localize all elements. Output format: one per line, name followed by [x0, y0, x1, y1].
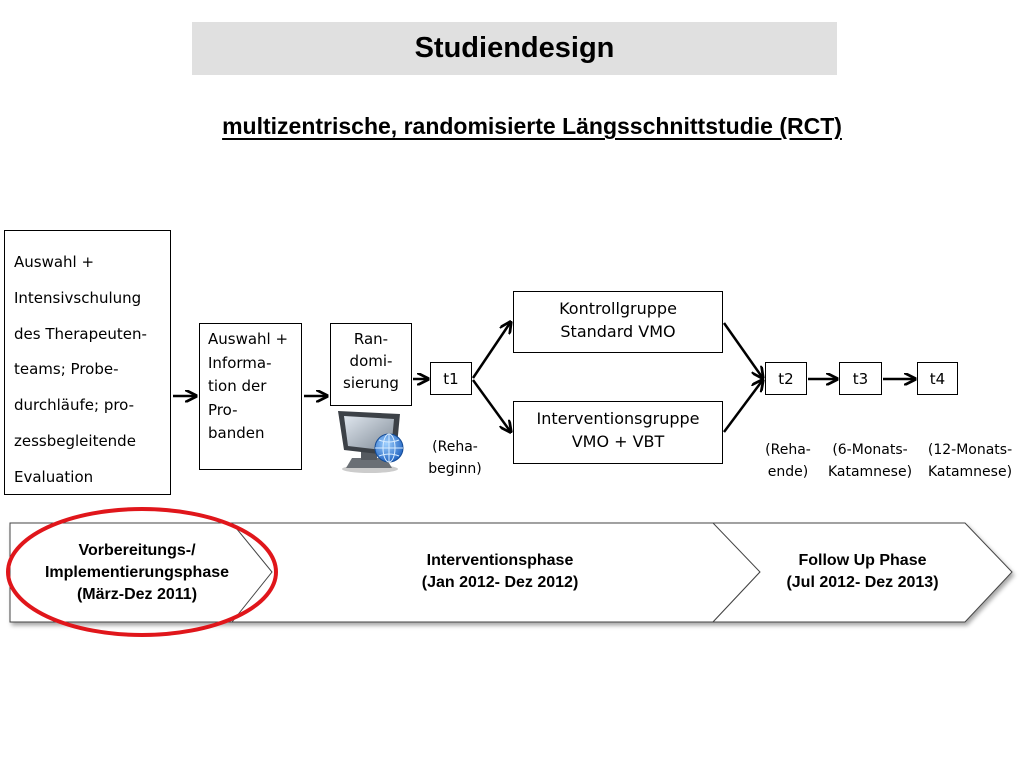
randomization-box: Ran- domi- sierung	[330, 323, 412, 406]
control-group-box: Kontrollgruppe Standard VMO	[513, 291, 723, 353]
prep-line-1: Vorbereitungs-/	[78, 542, 196, 559]
participant-selection-box: Auswahl + Informa- tion der Pro- banden	[199, 323, 302, 470]
note-t1-line-2: beginn)	[428, 461, 482, 477]
note-t4-line-1: (12-Monats-	[927, 442, 1013, 458]
auswahl-line-5: banden	[208, 424, 265, 442]
arrow-kontroll-to-t2	[722, 322, 762, 377]
left-line-3: des Therapeuten-	[14, 324, 147, 343]
timepoint-t1: t1	[430, 362, 472, 395]
phase-followup-shape	[711, 522, 1013, 623]
note-t1: (Reha- beginn)	[420, 436, 490, 480]
note-t4: (12-Monats- Katamnese)	[918, 439, 1022, 483]
title-banner: Studiendesign	[192, 22, 837, 75]
followup-line-2: (Jul 2012- Dez 2013)	[786, 574, 939, 591]
interv-line-1: Interventionsgruppe	[536, 409, 700, 428]
left-line-6: zessbegleitende	[14, 431, 136, 450]
phase-prep-label: Vorbereitungs-/ Implementierungsphase (M…	[22, 540, 252, 606]
phase-prep-shape	[9, 522, 273, 623]
highlight-ellipse	[6, 507, 278, 637]
note-t3-line-2: Katamnese)	[827, 464, 913, 480]
phase-intervention-label: Interventionsphase (Jan 2012- Dez 2012)	[330, 550, 670, 594]
timepoint-t2: t2	[765, 362, 807, 395]
auswahl-line-1: Auswahl +	[208, 330, 289, 348]
intervention-line-1: Interventionsphase	[426, 552, 574, 569]
timepoint-t4: t4	[917, 362, 958, 395]
timepoint-t3: t3	[839, 362, 882, 395]
auswahl-line-3: tion der	[208, 377, 267, 395]
interv-line-2: VMO + VBT	[571, 432, 665, 451]
followup-line-1: Follow Up Phase	[798, 552, 927, 569]
note-t4-line-2: Katamnese)	[927, 464, 1013, 480]
prep-line-2: Implementierungsphase	[44, 564, 230, 581]
left-line-7: Evaluation	[14, 467, 94, 486]
note-t2: (Reha- ende)	[755, 439, 821, 483]
team-preparation-box: Auswahl + Intensivschulung des Therapeut…	[4, 230, 171, 495]
phase-followup-label: Follow Up Phase (Jul 2012- Dez 2013)	[730, 550, 995, 594]
left-line-5: durchläufe; pro-	[14, 396, 135, 415]
arrow-t1-to-kontroll	[471, 323, 510, 379]
kontroll-line-1: Kontrollgruppe	[559, 299, 677, 318]
random-line-2: domi-	[349, 352, 393, 370]
computer-globe-icon	[338, 411, 404, 473]
subtitle: multizentrische, randomisierte Längsschn…	[222, 113, 842, 139]
arrow-interv-to-t2	[722, 381, 762, 433]
auswahl-line-2: Informa-	[208, 353, 272, 372]
page-title: Studiendesign	[414, 32, 615, 64]
left-line-2: Intensivschulung	[14, 288, 142, 307]
arrow-t1-to-interv	[471, 379, 510, 431]
intervention-line-2: (Jan 2012- Dez 2012)	[421, 574, 579, 591]
intervention-group-box: Interventionsgruppe VMO + VBT	[513, 401, 723, 464]
note-t3: (6-Monats- Katamnese)	[822, 439, 918, 483]
auswahl-line-4: Pro-	[208, 400, 238, 419]
note-t2-line-1: (Reha-	[765, 442, 811, 458]
left-line-1: Auswahl +	[14, 253, 95, 271]
left-line-4: teams; Probe-	[14, 360, 119, 379]
kontroll-line-2: Standard VMO	[560, 322, 676, 341]
note-t3-line-1: (6-Monats-	[832, 442, 908, 458]
note-t2-line-2: ende)	[767, 464, 809, 480]
prep-line-3: (März-Dez 2011)	[76, 586, 198, 603]
random-line-3: sierung	[343, 374, 399, 392]
note-t1-line-1: (Reha-	[432, 439, 478, 455]
random-line-1: Ran-	[353, 330, 389, 348]
